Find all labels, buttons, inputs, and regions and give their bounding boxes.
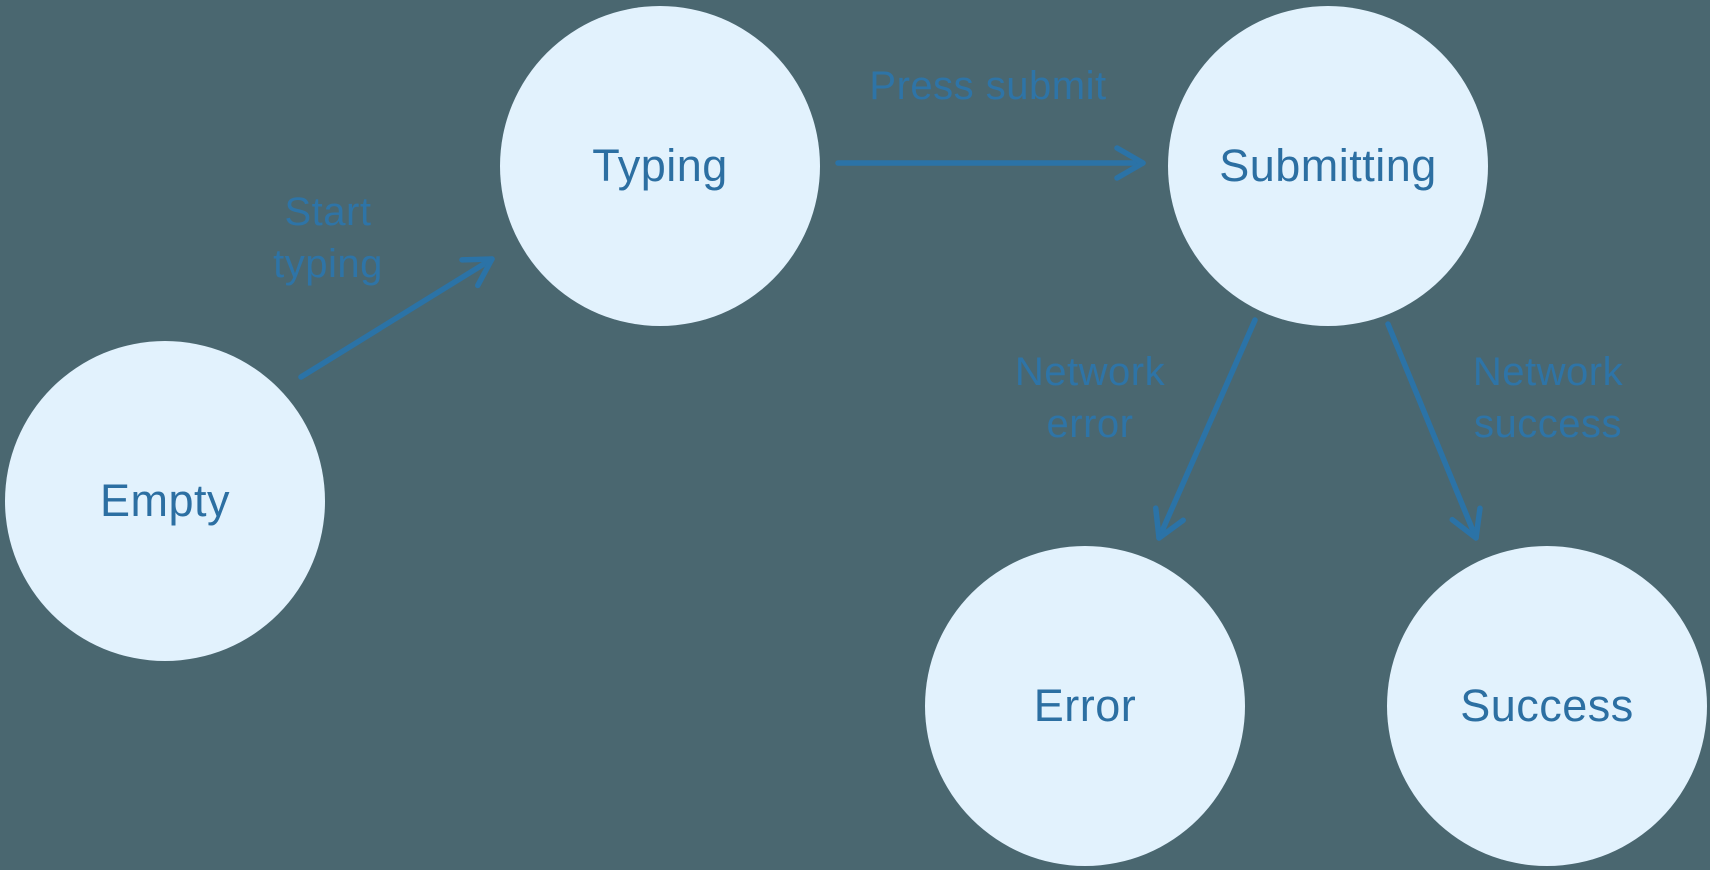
edge-label-line: Press submit	[869, 64, 1107, 108]
edge-label-network-error: Network error	[1015, 346, 1165, 450]
edge-label-line: error	[1046, 402, 1134, 446]
node-submitting: Submitting	[1168, 6, 1488, 326]
node-submitting-label: Submitting	[1219, 140, 1437, 191]
edge-network-error-arrow	[1153, 317, 1258, 541]
node-success-label: Success	[1460, 680, 1634, 731]
node-typing: Typing	[500, 6, 820, 326]
node-error-label: Error	[1033, 680, 1137, 731]
edge-label-network-success: Network success	[1473, 346, 1623, 450]
edge-start-typing-arrow	[298, 256, 495, 380]
node-success: Success	[1387, 546, 1707, 866]
node-empty: Empty	[5, 341, 325, 661]
node-typing-label: Typing	[592, 140, 728, 191]
node-error: Error	[925, 546, 1245, 866]
edge-label-line: Network	[1014, 350, 1166, 394]
edge-label-line: typing	[273, 242, 383, 286]
edge-label-press-submit: Press submit	[869, 60, 1106, 112]
edge-label-line: Network	[1472, 350, 1624, 394]
edge-label-line: Start	[284, 190, 372, 234]
edge-label-start-typing: Start typing	[273, 186, 383, 290]
edge-label-line: success	[1473, 402, 1622, 446]
node-empty-label: Empty	[99, 475, 231, 526]
edge-network-success-arrow	[1385, 321, 1483, 541]
